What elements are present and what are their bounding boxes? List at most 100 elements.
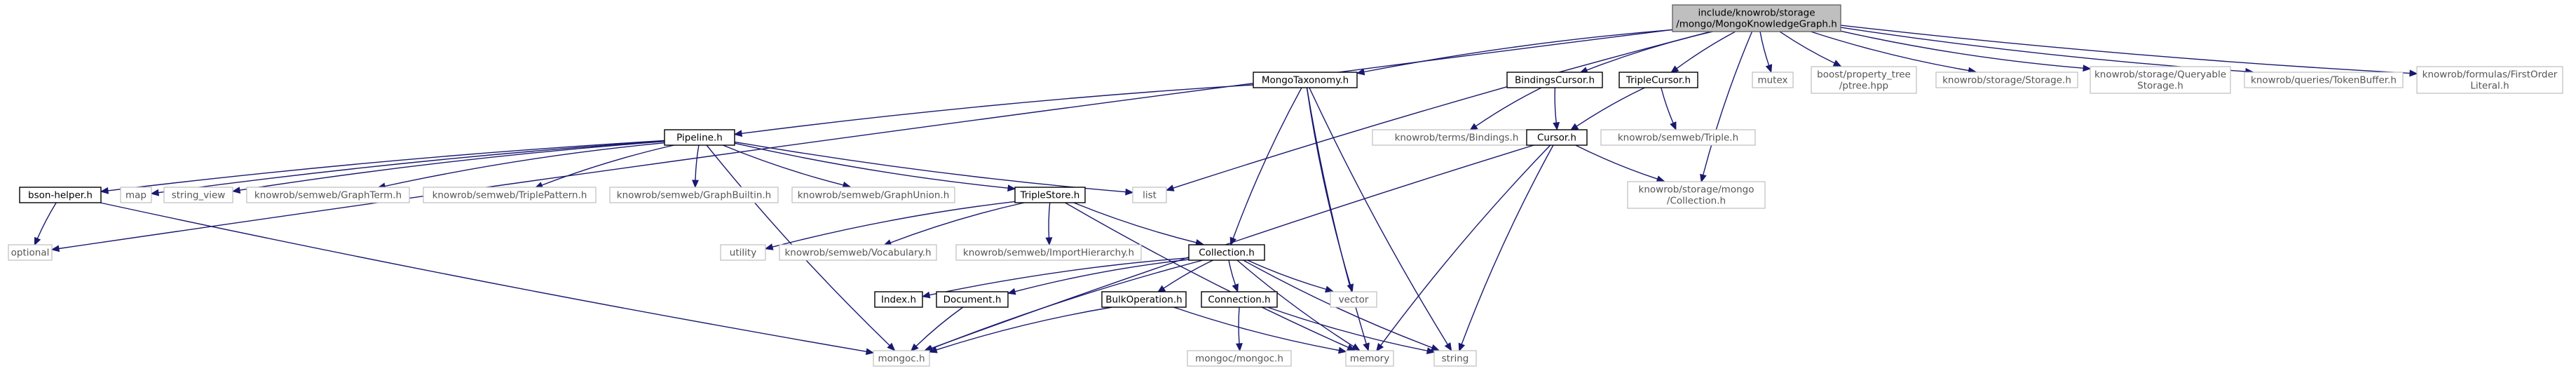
edge-triplestore-to-collection — [1073, 202, 1204, 246]
edge-root-to-ptree — [1779, 31, 1842, 67]
edge-collection-to-index — [921, 257, 1190, 299]
edge-line — [1228, 259, 1236, 285]
node-triple: knowrob/semweb/Triple.h — [1600, 129, 1756, 146]
node-label: vector — [1339, 295, 1369, 306]
edge-arrowhead — [887, 342, 896, 351]
node-connection[interactable]: Connection.h — [1201, 291, 1278, 308]
node-box — [2416, 66, 2563, 94]
node-triplestore[interactable]: TripleStore.h — [1014, 187, 1086, 203]
edge-arrowhead — [50, 245, 60, 252]
node-graphterm: knowrob/semweb/GraphTerm.h — [246, 187, 410, 203]
node-collection[interactable]: Collection.h — [1188, 244, 1265, 261]
node-box — [720, 244, 766, 261]
edge-line — [1840, 25, 2411, 74]
edge-arrowhead — [1426, 347, 1436, 354]
edge-line — [1703, 31, 1753, 175]
edge-arrowhead — [1325, 285, 1334, 293]
node-box — [423, 187, 597, 203]
node-box — [609, 187, 779, 203]
node-label: TripleStore.h — [1020, 190, 1080, 201]
node-box — [1014, 187, 1086, 203]
edge-arrowhead — [1553, 122, 1560, 131]
edge-line — [1676, 31, 1736, 69]
edge-line — [734, 141, 1126, 193]
edge-arrowhead — [1356, 68, 1365, 76]
node-importhierarchy: knowrob/semweb/ImportHierarchy.h — [955, 244, 1142, 261]
node-storage: knowrob/storage/Storage.h — [1935, 72, 2078, 88]
edge-collection-to-connection — [1228, 259, 1239, 293]
node-box — [1253, 72, 1358, 88]
edge-arrowhead — [1569, 123, 1579, 131]
node-label: bson-helper.h — [28, 190, 93, 201]
node-label: mongoc.h — [878, 353, 925, 365]
edge-line — [1014, 259, 1190, 292]
node-label: knowrob/semweb/GraphUnion.h — [798, 190, 950, 201]
node-bindingscursor[interactable]: BindingsCursor.h — [1506, 72, 1603, 88]
node-index[interactable]: Index.h — [874, 291, 923, 308]
node-box — [1201, 291, 1278, 308]
node-root[interactable]: include/knowrob/storage/mongo/MongoKnowl… — [1672, 4, 1841, 32]
edge-arrowhead — [100, 187, 109, 194]
node-label: knowrob/terms/Bindings.h — [1395, 133, 1519, 144]
edge-line — [1554, 87, 1557, 123]
node-box — [1101, 291, 1187, 308]
node-label: knowrob/semweb/GraphBuiltin.h — [617, 190, 771, 201]
node-label: /mongo/MongoKnowledgeGraph.h — [1676, 19, 1837, 30]
node-label: knowrob/semweb/Vocabulary.h — [784, 248, 931, 259]
edge-line — [36, 202, 57, 239]
node-label: knowrob/semweb/ImportHierarchy.h — [963, 248, 1134, 259]
edge-arrowhead — [1007, 184, 1016, 192]
node-box — [1627, 181, 1766, 209]
edge-arrowhead — [1125, 188, 1134, 196]
edge-bulkop-to-memory — [1173, 306, 1347, 354]
node-mongotaxonomy[interactable]: MongoTaxonomy.h — [1253, 72, 1358, 88]
edge-arrowhead — [2083, 65, 2092, 72]
edge-arrowhead — [733, 130, 743, 137]
node-box — [8, 244, 53, 261]
node-cursor[interactable]: Cursor.h — [1526, 129, 1588, 146]
node-box — [1935, 72, 2078, 88]
edge-line — [1759, 31, 1770, 66]
edge-document-to-mongoc — [910, 306, 964, 352]
node-label: knowrob/queries/TokenBuffer.h — [2251, 75, 2397, 86]
edge-line — [1048, 202, 1051, 238]
node-document[interactable]: Document.h — [936, 291, 1009, 308]
edge-triplestore-to-importhierarchy — [1045, 202, 1053, 246]
node-mongoc: mongoc.h — [873, 350, 930, 367]
node-pipeline[interactable]: Pipeline.h — [664, 129, 735, 146]
node-label: BindingsCursor.h — [1515, 75, 1595, 86]
edge-line — [929, 257, 1190, 296]
node-label: optional — [11, 248, 50, 259]
edge-bsonhelper-to-optional — [34, 202, 57, 246]
edge-arrowhead — [1444, 342, 1452, 351]
edge-arrowhead — [34, 236, 41, 246]
node-box — [1132, 187, 1167, 203]
edge-arrowhead — [1165, 184, 1175, 191]
edge-collection-to-document — [1007, 259, 1190, 295]
edge-line — [1810, 31, 1969, 72]
node-triplecursor[interactable]: TripleCursor.h — [1618, 72, 1698, 88]
edge-root-to-triplecursor — [1670, 31, 1736, 74]
edge-arrowhead — [1363, 342, 1370, 352]
node-box — [246, 187, 410, 203]
node-label: Connection.h — [1208, 295, 1270, 306]
edge-bsonhelper-to-mongoc — [100, 202, 875, 356]
node-box — [1618, 72, 1698, 88]
edge-line — [1586, 31, 1713, 71]
edge-arrowhead — [1376, 343, 1384, 352]
node-label: mongoc/mongoc.h — [1195, 353, 1283, 365]
edge-root-to-queryable — [1840, 30, 2092, 72]
edge-line — [741, 84, 1254, 134]
node-box — [2090, 66, 2231, 94]
node-mongocmongoc: mongoc/mongoc.h — [1187, 350, 1292, 367]
edge-arrowhead — [2409, 69, 2418, 77]
node-box — [1811, 66, 1917, 94]
edge-line — [1476, 87, 1542, 127]
node-bsonhelper[interactable]: bson-helper.h — [19, 187, 102, 203]
node-mutex: mutex — [1752, 72, 1794, 88]
node-label: /ptree.hpp — [1839, 81, 1888, 92]
node-bulkop[interactable]: BulkOperation.h — [1101, 291, 1187, 308]
edge-cursor-to-mongocollection — [1575, 144, 1665, 182]
edge-pipeline-to-map — [150, 140, 665, 196]
